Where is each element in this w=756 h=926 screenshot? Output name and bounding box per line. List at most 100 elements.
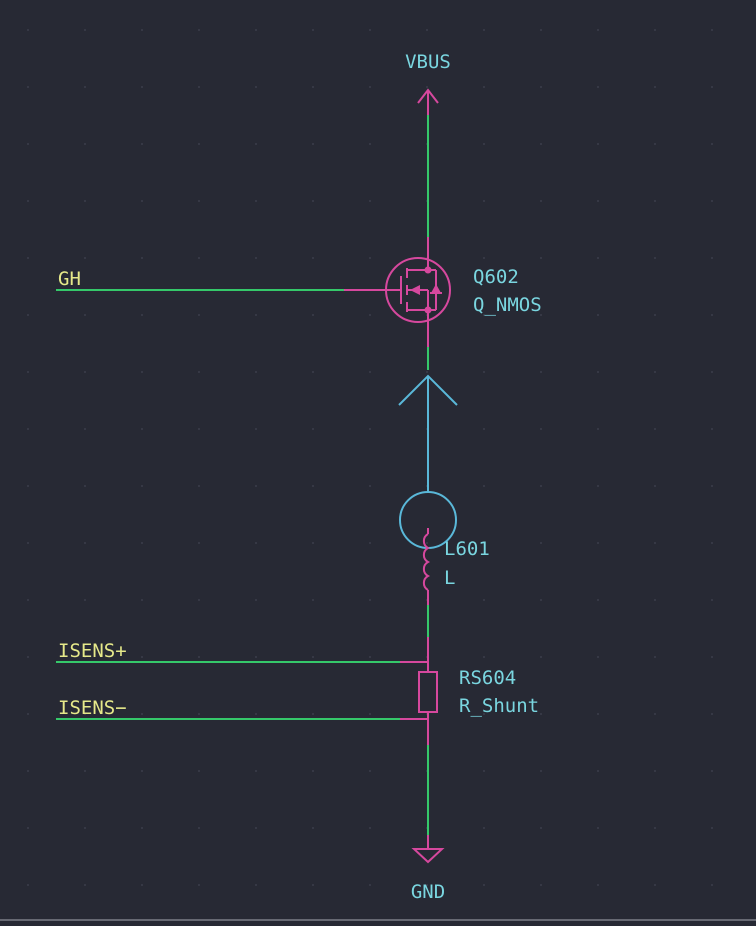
grid-dot: [27, 599, 29, 601]
grid-dot: [711, 143, 713, 145]
grid-dot: [654, 884, 656, 886]
grid-dot: [312, 713, 314, 715]
grid-dot: [369, 29, 371, 31]
grid-dot: [540, 428, 542, 430]
body-diode-triangle: [431, 284, 441, 293]
grid-dot: [654, 29, 656, 31]
grid-dot: [84, 770, 86, 772]
l601-inductor[interactable]: L601 L: [422, 528, 490, 605]
grid-dot: [540, 713, 542, 715]
rs604-resistor[interactable]: RS604 R_Shunt: [400, 637, 539, 745]
grid-dot: [198, 884, 200, 886]
grid-dot: [141, 827, 143, 829]
grid-dot: [255, 884, 257, 886]
q602-transistor[interactable]: Q602 Q_NMOS: [344, 237, 542, 347]
grid-dot: [369, 542, 371, 544]
grid-dot: [312, 599, 314, 601]
grid-dot: [27, 770, 29, 772]
grid-dot: [369, 827, 371, 829]
grid-dots: [27, 29, 713, 886]
grid-dot: [597, 599, 599, 601]
net-label-gh[interactable]: GH: [58, 268, 81, 290]
grid-dot: [255, 86, 257, 88]
grid-dot: [312, 29, 314, 31]
grid-dot: [312, 200, 314, 202]
grid-dot: [312, 827, 314, 829]
grid-dot: [255, 143, 257, 145]
grid-dot: [540, 371, 542, 373]
grid-dot: [483, 29, 485, 31]
grid-dot: [597, 827, 599, 829]
grid-dot: [141, 485, 143, 487]
grid-dot: [711, 713, 713, 715]
grid-dot: [198, 200, 200, 202]
grid-dot: [198, 257, 200, 259]
grid-dot: [711, 371, 713, 373]
grid-dot: [84, 29, 86, 31]
grid-dot: [198, 599, 200, 601]
grid-dot: [483, 542, 485, 544]
grid-dot: [597, 884, 599, 886]
grid-dot: [84, 257, 86, 259]
grid-dot: [711, 827, 713, 829]
grid-dot: [84, 599, 86, 601]
grid-dot: [27, 428, 29, 430]
grid-dot: [198, 770, 200, 772]
grid-dot: [711, 428, 713, 430]
grid-dot: [483, 485, 485, 487]
grid-dot: [654, 371, 656, 373]
grid-dot: [483, 770, 485, 772]
grid-dot: [198, 656, 200, 658]
grid-dot: [312, 371, 314, 373]
grid-dot: [27, 257, 29, 259]
grid-dot: [312, 485, 314, 487]
grid-dot: [84, 713, 86, 715]
grid-dot: [597, 314, 599, 316]
grid-dot: [141, 86, 143, 88]
grid-dot: [84, 542, 86, 544]
grid-dot: [711, 542, 713, 544]
grid-dot: [540, 656, 542, 658]
grid-dot: [483, 713, 485, 715]
grid-dot: [483, 371, 485, 373]
grid-dot: [84, 428, 86, 430]
grid-dot: [255, 656, 257, 658]
grid-dot: [369, 884, 371, 886]
grid-dot: [540, 86, 542, 88]
grid-dot: [426, 542, 428, 544]
grid-dot: [711, 29, 713, 31]
grid-dot: [312, 770, 314, 772]
grid-dot: [141, 371, 143, 373]
grid-dot: [141, 713, 143, 715]
rs604-value: R_Shunt: [459, 695, 539, 717]
grid-dot: [369, 200, 371, 202]
grid-dot: [654, 257, 656, 259]
grid-dot: [141, 599, 143, 601]
q602-value: Q_NMOS: [473, 294, 542, 316]
grid-dot: [141, 200, 143, 202]
grid-dot: [27, 884, 29, 886]
vbus-power-symbol[interactable]: VBUS: [405, 51, 451, 115]
grid-dot: [540, 884, 542, 886]
grid-dot: [369, 314, 371, 316]
net-label-isens-minus[interactable]: ISENS−: [58, 697, 127, 719]
grid-dot: [141, 884, 143, 886]
grid-dot: [540, 485, 542, 487]
grid-dot: [597, 542, 599, 544]
grid-dot: [711, 86, 713, 88]
gnd-power-symbol[interactable]: GND: [411, 835, 445, 903]
grid-dot: [84, 86, 86, 88]
grid-dot: [312, 257, 314, 259]
grid-dot: [312, 86, 314, 88]
net-label-isens-plus[interactable]: ISENS+: [58, 640, 127, 662]
vbus-label: VBUS: [405, 51, 451, 73]
grid-dot: [312, 884, 314, 886]
grid-dot: [141, 29, 143, 31]
grid-dot: [711, 314, 713, 316]
grid-dot: [312, 314, 314, 316]
grid-dot: [141, 542, 143, 544]
resistor-rectangle-icon: [400, 637, 438, 745]
grid-dot: [255, 29, 257, 31]
grid-dot: [141, 428, 143, 430]
